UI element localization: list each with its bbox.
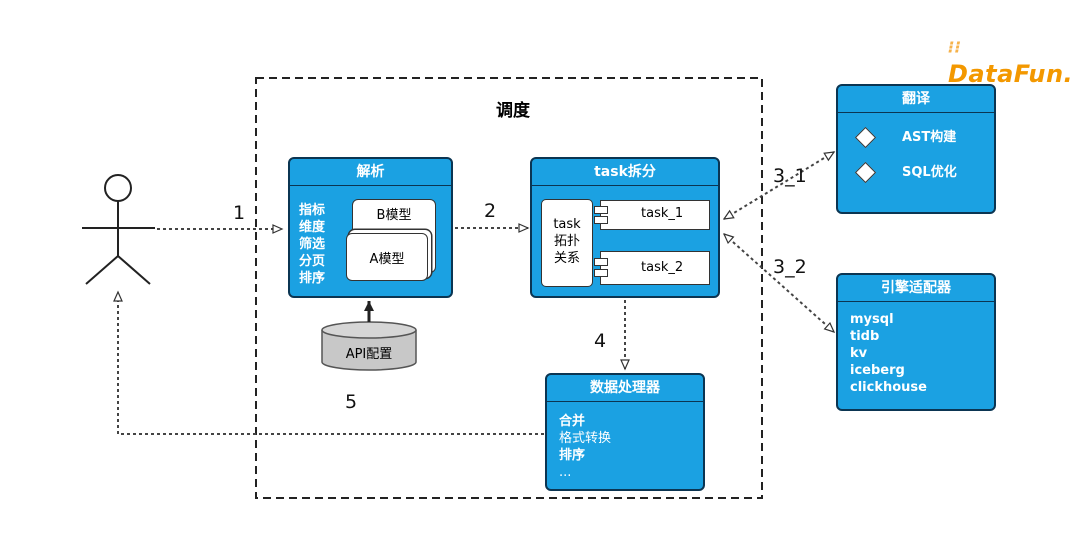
parse-item: 维度 (299, 220, 326, 235)
model-a-card: A模型 (346, 233, 428, 281)
engine-adapter-title: 引擎适配器 (838, 275, 994, 302)
parse-item: 筛选 (299, 237, 326, 252)
component-icon (594, 269, 608, 277)
user-actor-icon (82, 174, 155, 285)
datafun-logo: ⁝⁝DataFun. (948, 37, 1074, 89)
scheduler-title: 调度 (496, 101, 530, 121)
engine-item: mysql (850, 312, 894, 327)
processor-item: ... (559, 465, 572, 480)
parse-item: 分页 (299, 254, 326, 269)
edge-5-arrow (113, 290, 544, 435)
translate-title: 翻译 (838, 86, 994, 113)
parse-item: 排序 (299, 271, 326, 286)
diamond-icon (854, 161, 877, 184)
processor-item: 格式转换 (559, 431, 612, 446)
processor-item: 排序 (559, 448, 586, 463)
engine-adapter-box: 引擎适配器 mysql tidb kv iceberg clickhouse (836, 273, 996, 411)
edge-label-5: 5 (345, 391, 358, 413)
engine-item: clickhouse (850, 380, 927, 395)
task-topology-box: task 拓扑 关系 (541, 199, 593, 287)
api-config-label: API配置 (345, 347, 393, 362)
processor-item: 合并 (559, 414, 586, 429)
edge-label-3-2: 3_2 (773, 256, 807, 278)
translate-item: SQL优化 (902, 165, 957, 180)
component-icon (594, 216, 608, 224)
diamond-icon (854, 126, 877, 149)
engine-item: iceberg (850, 363, 905, 378)
data-processor-items: 合并 格式转换 排序 ... (559, 413, 611, 481)
translate-item: AST构建 (902, 130, 957, 145)
translate-box: 翻译 AST构建 SQL优化 (836, 84, 996, 214)
edge-label-1: 1 (233, 202, 246, 224)
engine-item: tidb (850, 329, 880, 344)
api-config-cylinder (321, 321, 417, 371)
edge-label-3-1: 3_1 (773, 165, 807, 187)
task-2-component: task_2 (594, 251, 710, 285)
parse-items: 指标 维度 筛选 分页 排序 (299, 202, 325, 287)
engine-items: mysql tidb kv iceberg clickhouse (850, 311, 927, 396)
parse-box: 解析 指标 维度 筛选 分页 排序 B模型 A模型 (288, 157, 453, 298)
task-1-component: task_1 (594, 200, 710, 230)
parse-item: 指标 (299, 203, 326, 218)
edge-label-2: 2 (484, 200, 497, 222)
edge-label-4: 4 (594, 330, 607, 352)
data-processor-box: 数据处理器 合并 格式转换 排序 ... (545, 373, 705, 491)
edge-3-2-arrow (724, 234, 834, 332)
task-split-title: task拆分 (532, 159, 718, 186)
component-icon (594, 258, 608, 266)
engine-item: kv (850, 346, 868, 361)
data-processor-title: 数据处理器 (547, 375, 703, 402)
component-icon (594, 206, 608, 214)
task-split-box: task拆分 task 拓扑 关系 task_1 task_2 (530, 157, 720, 298)
parse-box-title: 解析 (290, 159, 451, 186)
